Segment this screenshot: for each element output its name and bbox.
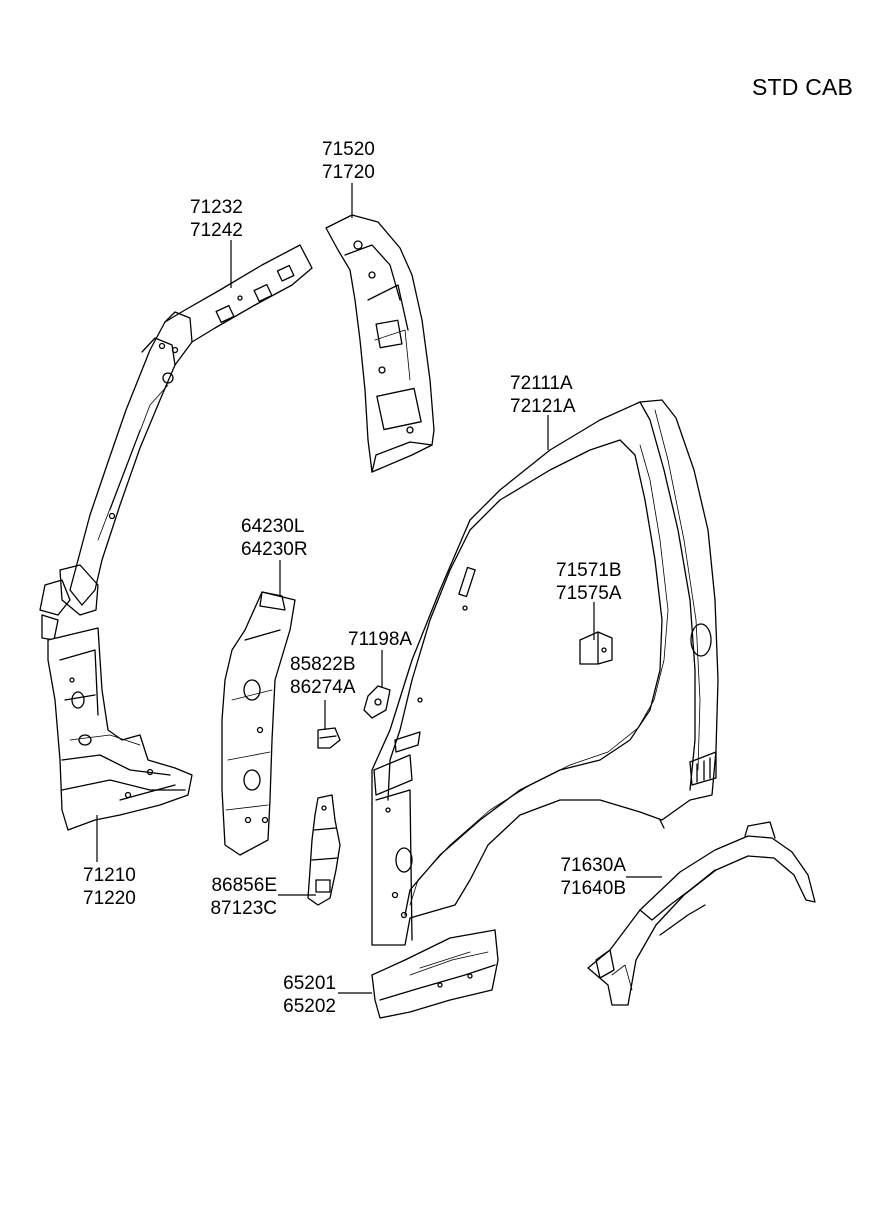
part-number: 64230R xyxy=(241,539,308,560)
part-number: 71575A xyxy=(556,583,622,604)
callout-front-pillar-inner: 71210 71220 xyxy=(83,864,136,910)
roof-rail-inner-part xyxy=(325,214,435,473)
bracket-85822-part xyxy=(317,727,341,749)
part-number: 85822B xyxy=(290,654,356,675)
callout-clip-71198: 71198A xyxy=(348,628,412,651)
part-number: 86856E xyxy=(211,875,277,896)
callout-wheelhouse-inner: 71630A 71640B xyxy=(548,854,626,900)
part-number: 71232 xyxy=(190,197,243,218)
side-outer-panel-part xyxy=(371,399,719,946)
part-number: 71630A xyxy=(560,855,626,876)
part-number: 71720 xyxy=(322,162,375,183)
callout-a-pillar-upper: 71232 71242 xyxy=(190,196,243,242)
front-pillar-inner-part xyxy=(47,627,193,831)
clip-71198-part xyxy=(363,685,391,719)
part-number: 71520 xyxy=(322,139,375,160)
callout-bracket-86856: 86856E 87123C xyxy=(199,874,277,920)
diagram-title: STD CAB xyxy=(752,74,854,100)
part-number: 65202 xyxy=(283,996,336,1017)
callout-bracket-71571: 71571B 71575A xyxy=(556,559,622,605)
part-number: 72111A xyxy=(510,373,573,394)
side-sill-inner-part xyxy=(371,929,499,1019)
callout-bracket-85822: 85822B 86274A xyxy=(290,653,356,699)
bracket-86856-part xyxy=(307,794,341,906)
wheelhouse-inner-part xyxy=(587,821,816,1006)
callout-pillar-reinforcement: 64230L 64230R xyxy=(241,515,308,561)
part-number: 86274A xyxy=(290,677,356,698)
a-pillar-upper-part xyxy=(39,244,313,641)
part-number: 71198A xyxy=(348,629,413,650)
leader-lines xyxy=(96,183,662,994)
bracket-71571-part xyxy=(579,631,613,665)
part-number: 65201 xyxy=(283,973,336,994)
callout-roof-rail-inner: 71520 71720 xyxy=(322,138,375,184)
part-number: 87123C xyxy=(210,898,277,919)
part-number: 72121A xyxy=(510,396,576,417)
part-number: 71220 xyxy=(83,888,136,909)
callout-side-sill-inner: 65201 65202 xyxy=(270,972,336,1018)
part-number: 64230L xyxy=(241,516,305,537)
part-number: 71640B xyxy=(560,878,626,899)
callout-side-outer-panel: 72111A 72121A xyxy=(510,372,576,418)
pillar-reinforcement-part xyxy=(221,591,296,856)
part-number: 71210 xyxy=(83,865,136,886)
part-number: 71242 xyxy=(190,220,243,241)
part-number: 71571B xyxy=(556,560,622,581)
